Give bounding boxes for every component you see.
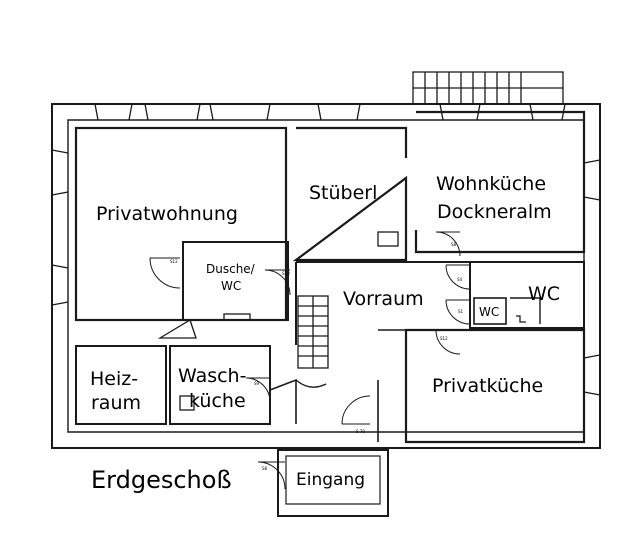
- label-wohnkueche-1: Wohnküche: [436, 173, 546, 195]
- svg-text:S8: S8: [451, 242, 457, 247]
- label-waschkueche-2: küche: [189, 390, 246, 412]
- svg-text:S 70: S 70: [356, 429, 365, 434]
- label-wohnkueche-2: Dockneralm: [437, 201, 552, 223]
- svg-text:S12: S12: [170, 259, 178, 264]
- label-dusche-2: WC: [221, 279, 241, 293]
- label-eingang: Eingang: [296, 470, 365, 490]
- doors: S12 S10 S8 S4 S1 S12 S9 S 70 S8: [149, 231, 471, 490]
- label-heizraum-2: raum: [91, 392, 141, 414]
- interior-walls: [74, 110, 586, 444]
- label-heizraum-1: Heiz-: [90, 368, 138, 390]
- plan-title: Erdgeschoß: [91, 466, 232, 494]
- outside-stair: [412, 71, 564, 105]
- inner-stair: [295, 295, 329, 388]
- label-privatwohnung: Privatwohnung: [96, 203, 238, 225]
- svg-text:S12: S12: [440, 336, 448, 341]
- svg-text:S4: S4: [457, 277, 463, 282]
- entrance: [277, 449, 389, 517]
- svg-text:S1: S1: [458, 309, 464, 314]
- label-wc-small: WC: [479, 305, 499, 319]
- room-labels: Privatwohnung Stüberl Wohnküche Docknera…: [90, 173, 560, 490]
- label-wc-big: WC: [528, 283, 560, 305]
- svg-text:S9: S9: [254, 381, 260, 386]
- label-privatkueche: Privatküche: [432, 375, 543, 397]
- label-waschkueche-1: Wasch-: [178, 365, 246, 387]
- label-stueberl: Stüberl: [309, 182, 377, 204]
- label-vorraum: Vorraum: [343, 288, 424, 310]
- svg-text:S8: S8: [262, 466, 268, 471]
- svg-text:S10: S10: [282, 271, 290, 276]
- windows: [51, 103, 601, 396]
- label-dusche-1: Dusche/: [206, 262, 256, 276]
- fixtures: [157, 231, 526, 411]
